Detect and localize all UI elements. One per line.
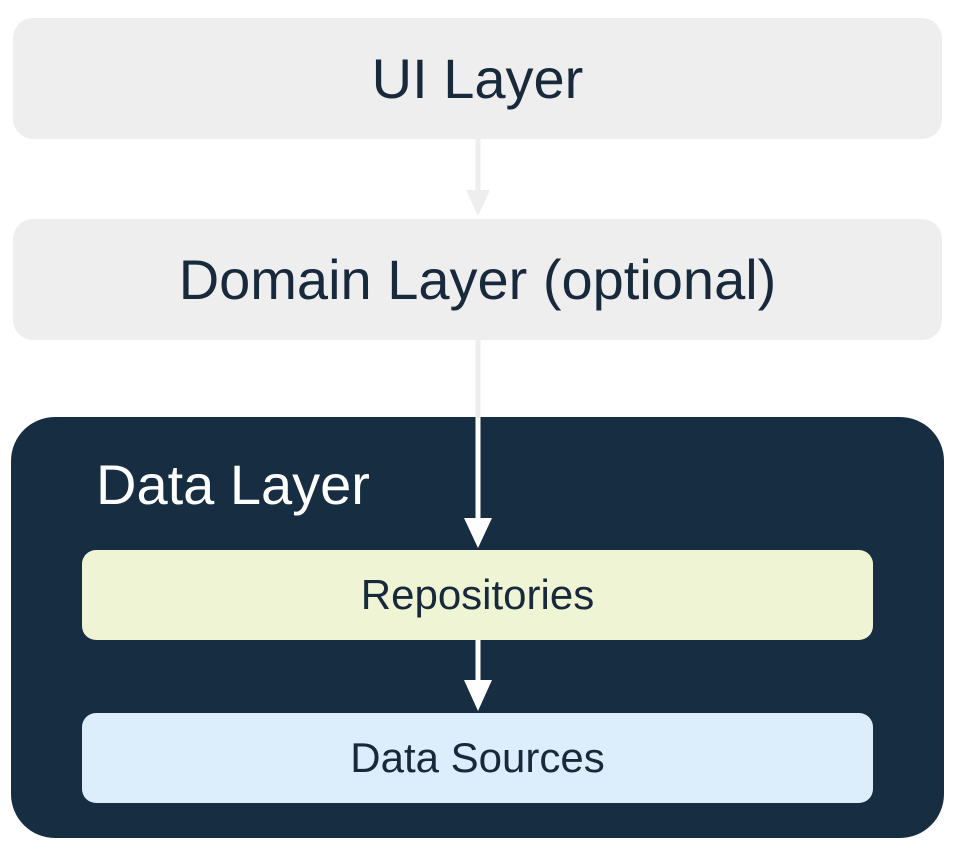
data-sources-label: Data Sources <box>350 734 605 781</box>
arrow-ui-to-domain-head <box>466 190 490 216</box>
repositories-box: Repositories <box>82 550 873 640</box>
ui-layer-label: UI Layer <box>371 47 584 110</box>
ui-layer-box: UI Layer <box>13 18 942 139</box>
repositories-label: Repositories <box>360 571 595 618</box>
domain-layer-label: Domain Layer (optional) <box>178 248 777 311</box>
data-sources-box: Data Sources <box>82 713 873 803</box>
data-layer-title: Data Layer <box>96 453 370 516</box>
domain-layer-box: Domain Layer (optional) <box>13 219 942 340</box>
